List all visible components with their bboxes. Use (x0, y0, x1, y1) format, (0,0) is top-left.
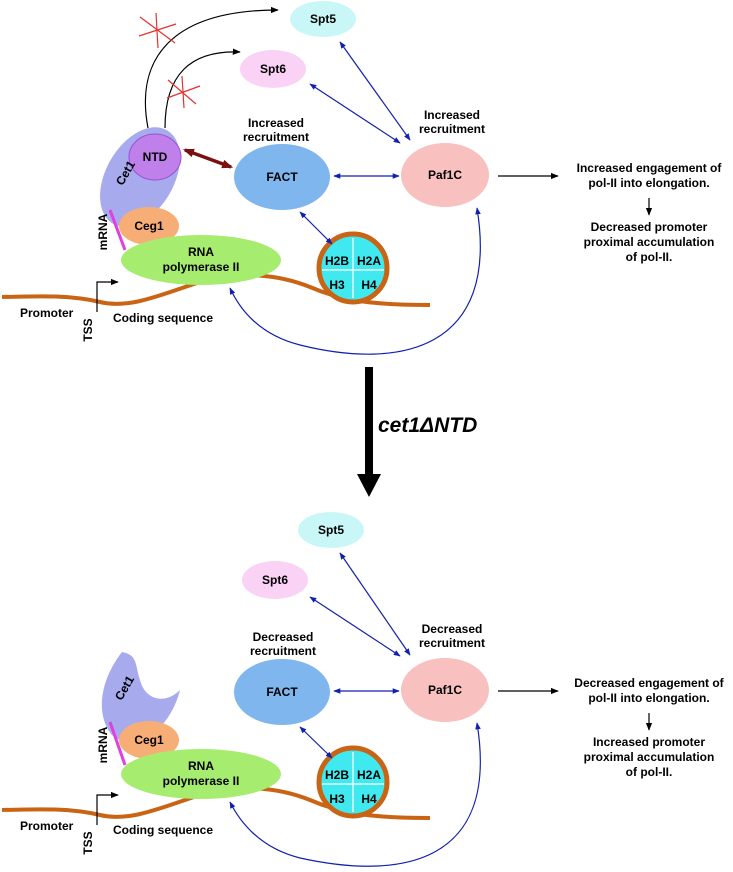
fact-status-line1: Increased (248, 116, 304, 130)
fact-bottom (234, 659, 330, 725)
panel-top: Spt5 Spt6 NTD Cet1 Ceg1 mRNA RNA polymer… (1, 1, 723, 355)
paf1c-status-line2-bottom: recruitment (419, 636, 485, 650)
spt6-label-bottom: Spt6 (262, 573, 288, 587)
spt6-label: Spt6 (260, 62, 286, 76)
effect1-line1-bottom: Decreased engagement of (574, 676, 724, 690)
ntd-domain (128, 133, 182, 181)
mrna-strand-bottom (108, 721, 127, 766)
spt5-label: Spt5 (310, 12, 336, 26)
arrow-fact-nucleosome (299, 211, 333, 245)
histone-h4: H4 (361, 278, 377, 292)
tss-arrow-bottom (96, 791, 119, 825)
paf1c-status-line1-bottom: Decreased (422, 622, 483, 636)
histone-h3-bottom: H3 (329, 792, 345, 806)
fact-status-line2-bottom: recruitment (250, 644, 316, 658)
block-cross-spt6 (166, 75, 201, 109)
fact-status-line1-bottom: Decreased (253, 630, 314, 644)
cet1-body-bottom (101, 652, 180, 743)
paf1c-label-bottom: Paf1C (428, 683, 462, 697)
fact (234, 144, 330, 210)
effect2-line2-bottom: proximal accumulation (584, 750, 715, 764)
fact-status-line2: recruitment (243, 130, 309, 144)
histone-h2a: H2A (357, 254, 381, 268)
arrow-spt6-paf1c-bottom (309, 596, 401, 657)
arrow-spt5-paf1c (339, 41, 411, 141)
ceg1 (119, 207, 179, 245)
paf1c-status-line2: recruitment (419, 122, 485, 136)
spt5-bottom (298, 512, 364, 548)
coding-label: Coding sequence (113, 311, 213, 325)
arrow-spt6-paf1c (309, 83, 401, 144)
histone-h2a-bottom: H2A (357, 768, 381, 782)
tss-label: TSS (81, 318, 95, 341)
arrow-fact-nucleosome-bottom (299, 726, 333, 759)
fact-label-bottom: FACT (266, 685, 298, 699)
histone-h2b-bottom: H2B (325, 768, 349, 782)
ceg1-bottom (119, 721, 179, 759)
spt6-bottom (242, 561, 308, 599)
rnapol-label-line2-bottom: polymerase II (163, 774, 240, 788)
ceg1-label-bottom: Ceg1 (134, 733, 164, 747)
promoter-label: Promoter (20, 306, 74, 320)
effect2-line1-bottom: Increased promoter (593, 735, 705, 749)
effect2-line3-bottom: of pol-II. (626, 765, 673, 779)
rnapol-label-line2: polymerase II (163, 260, 240, 274)
rnapol-label-line1: RNA (188, 245, 214, 259)
arrow-paf1c-polii (229, 207, 481, 355)
arrow-ntd-fact (182, 148, 234, 169)
paf1c-status-line1: Increased (424, 108, 480, 122)
effect2-line3: of pol-II. (626, 250, 673, 264)
histone-h2b: H2B (325, 254, 349, 268)
paf1c (401, 143, 489, 207)
paf1c-label: Paf1C (428, 168, 462, 182)
panel-bottom: Spt5 Spt6 Cet1 Ceg1 mRNA RNA polymerase … (1, 512, 725, 867)
effect1-line2: pol-II into elongation. (588, 176, 709, 190)
effect1-line1: Increased engagement of (577, 161, 723, 175)
mrna-label-bottom: mRNA (96, 726, 110, 763)
effect2-line1: Decreased promoter (591, 220, 708, 234)
transition-arrow (357, 367, 381, 497)
effect2-line2: proximal accumulation (584, 235, 715, 249)
block-cross-spt5 (138, 12, 177, 49)
arrow-ntd-to-spt6 (164, 48, 241, 129)
paf1c-bottom (401, 658, 489, 722)
effect1-line2-bottom: pol-II into elongation. (588, 691, 709, 705)
ntd-label: NTD (143, 150, 168, 164)
spt5 (290, 1, 356, 37)
promoter-label-bottom: Promoter (20, 819, 74, 833)
ceg1-label: Ceg1 (134, 219, 164, 233)
mutation-label: cet1ΔNTD (378, 414, 477, 437)
mrna-label: mRNA (96, 213, 110, 250)
tss-label-bottom: TSS (81, 831, 95, 854)
spt6 (240, 50, 306, 88)
arrow-ntd-to-spt5 (144, 6, 279, 129)
fact-label: FACT (266, 170, 298, 184)
spt5-label-bottom: Spt5 (318, 523, 344, 537)
rnapol-label-line1-bottom: RNA (188, 759, 214, 773)
histone-h3: H3 (329, 278, 345, 292)
mrna-strand (108, 209, 127, 251)
coding-label-bottom: Coding sequence (113, 823, 213, 837)
tss-arrow (96, 278, 119, 312)
histone-h4-bottom: H4 (361, 792, 377, 806)
arrow-paf1c-polii-bottom (229, 722, 481, 867)
